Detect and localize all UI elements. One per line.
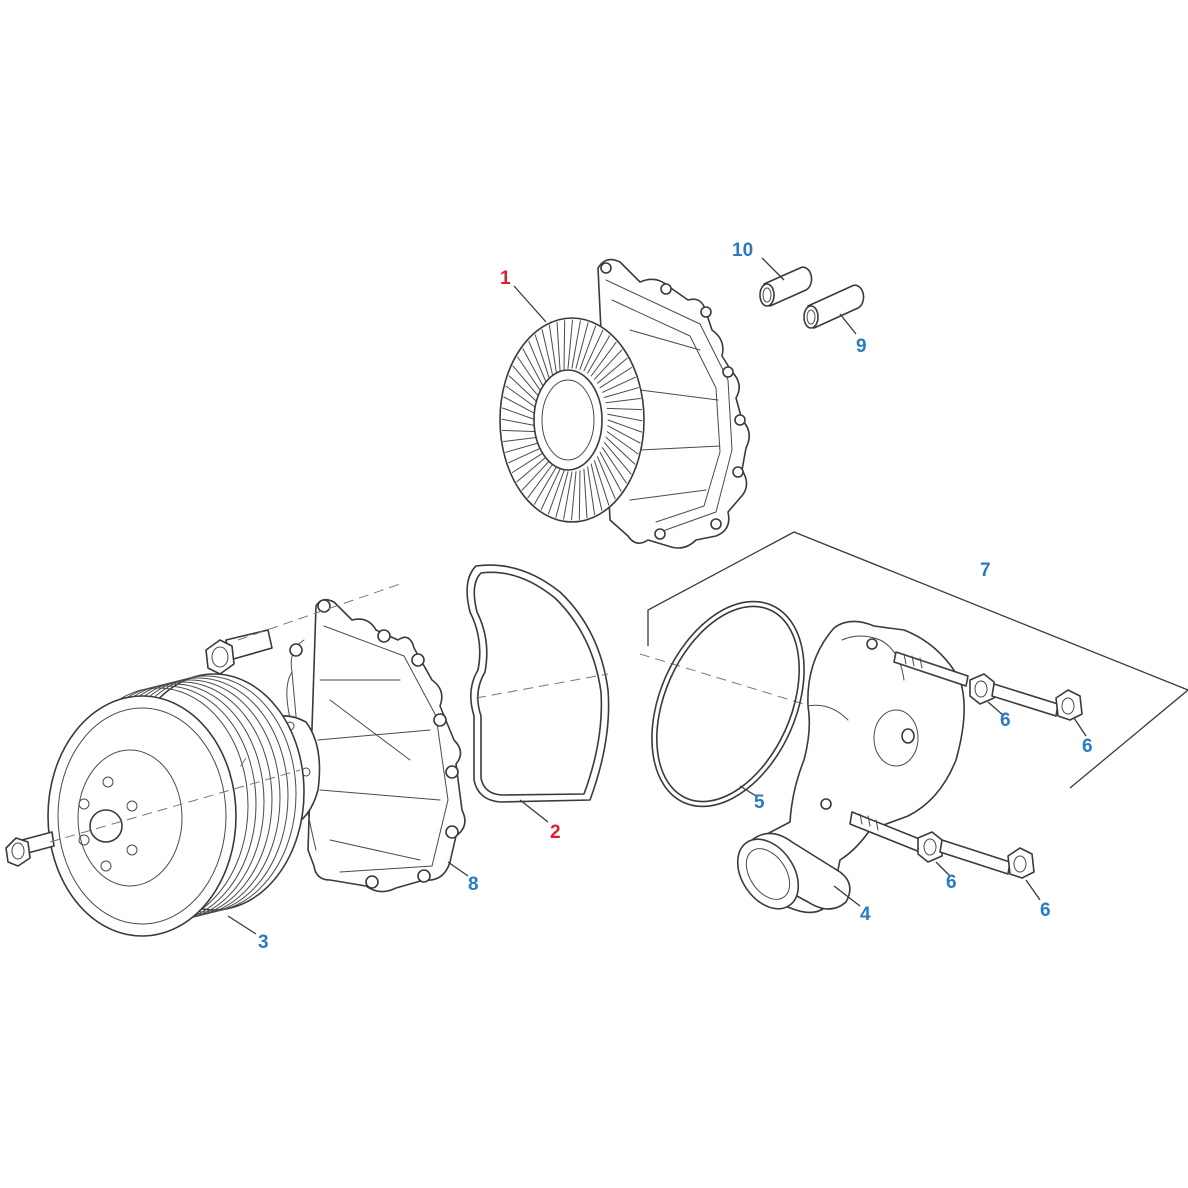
callout-8: 8 (468, 874, 479, 895)
leader-lines (227, 257, 1087, 935)
fan-fin (501, 418, 537, 427)
fan-fin (528, 340, 547, 384)
fan-fin (583, 468, 588, 519)
fan-fin (606, 407, 643, 411)
callout-5: 5 (754, 792, 765, 813)
fan-fin (522, 348, 545, 389)
fan-fin (590, 341, 617, 377)
fan-fin (512, 365, 541, 398)
fan-fin (597, 456, 616, 500)
fan-fin (516, 456, 547, 483)
fan-fin (556, 321, 561, 372)
fan-fin (503, 396, 537, 415)
callout-7: 7 (980, 560, 991, 581)
fan-fin (505, 442, 541, 453)
fan-fin (508, 447, 542, 464)
fan-fin (502, 407, 537, 421)
fan-fin (527, 463, 554, 499)
fan-fin (575, 322, 589, 369)
fan-fin (571, 320, 581, 369)
fan-fin (590, 463, 603, 511)
water-pump-inlet-cover (736, 620, 965, 914)
fan-fin (533, 466, 557, 505)
callout-10: 10 (732, 240, 753, 261)
mounting-bolt (893, 651, 969, 687)
fan-fin (548, 324, 557, 374)
fan-fin (540, 468, 561, 511)
fan-fin (579, 325, 597, 370)
fan-fin (599, 451, 622, 492)
callout-6: 6 (1082, 736, 1093, 757)
callout-6: 6 (946, 872, 957, 893)
fan-fin (563, 471, 573, 520)
housing-gasket (466, 564, 610, 803)
fan-fin (547, 470, 565, 515)
mounting-bolt (205, 629, 273, 675)
fan-fin (607, 425, 641, 444)
fan-fin (541, 329, 554, 377)
callout-6: 6 (1040, 900, 1051, 921)
kit-bracket (647, 531, 1188, 789)
fan-fin (593, 349, 623, 380)
dowel-pin-short (759, 266, 813, 307)
fan-fin (511, 451, 545, 473)
mounting-bolt (5, 831, 55, 867)
fan-fin (567, 319, 573, 369)
fan-fin (606, 431, 639, 455)
callout-2: 2 (550, 822, 561, 843)
mounting-bolt (991, 683, 1083, 721)
fan-fin (501, 429, 538, 433)
callout-9: 9 (856, 336, 867, 357)
fan-fin (534, 334, 551, 380)
fan-fin (517, 356, 542, 393)
fan-fin (597, 357, 628, 384)
fan-fin (599, 367, 633, 389)
fan-clutch-assembly (499, 258, 750, 549)
fan-fin (607, 413, 643, 422)
fan-fin (508, 375, 539, 404)
fan-fin (571, 471, 577, 521)
fan-fin (593, 460, 610, 506)
fan-fin (607, 419, 642, 433)
mounting-bolt (939, 839, 1035, 879)
fan-fin (578, 470, 581, 520)
callout-6: 6 (1000, 710, 1011, 731)
fan-fin (602, 447, 627, 484)
callout-3: 3 (258, 932, 269, 953)
fan-fin (605, 398, 641, 404)
fan-fin (583, 329, 604, 372)
fan-fin (603, 387, 639, 398)
callout-4: 4 (860, 904, 871, 925)
fan-fin (555, 471, 569, 518)
fan-fin (503, 436, 539, 442)
fan-fin (521, 460, 551, 491)
fan-fin (603, 442, 632, 475)
mounting-bolt (849, 811, 943, 863)
callout-1: 1 (500, 268, 511, 289)
fan-fin (563, 320, 566, 370)
fan-fin (602, 376, 636, 393)
mounting-bolt (969, 673, 995, 705)
drive-pulley (47, 673, 305, 937)
fan-fin (605, 436, 636, 465)
o-ring-seal (651, 600, 805, 808)
fan-fins (501, 319, 643, 521)
fan-fin (505, 385, 538, 409)
fan-fin (587, 466, 596, 516)
dowel-pin-long (803, 284, 865, 329)
fan-fin (587, 335, 611, 374)
